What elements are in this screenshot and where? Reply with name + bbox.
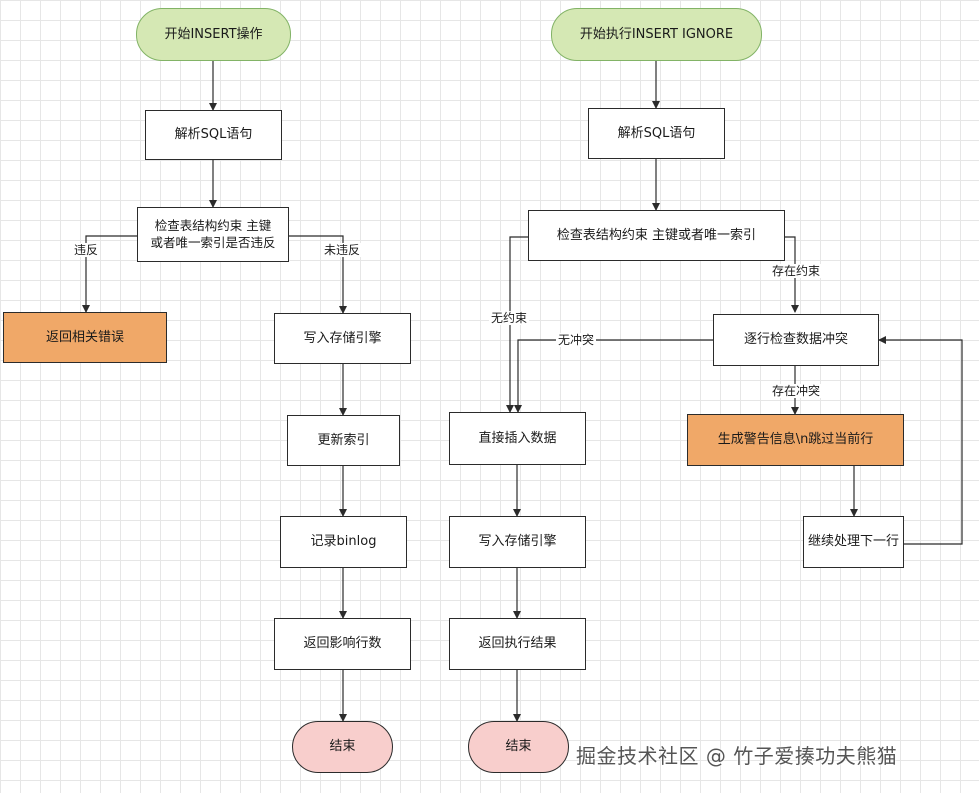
- left-write-engine-label: 写入存储引擎: [303, 330, 382, 346]
- edge-right-check-insert: [506, 236, 528, 413]
- left-record-binlog-label: 记录binlog: [310, 534, 377, 550]
- left-end-label: 结束: [329, 739, 356, 755]
- left-update-index-node: 更新索引: [287, 415, 400, 466]
- right-row-check-label: 逐行检查数据冲突: [743, 332, 848, 348]
- right-continue-label: 继续处理下一行: [807, 534, 899, 550]
- edge-right-rowcheck-insert: [514, 339, 713, 413]
- edge-left-check-write: [289, 235, 347, 314]
- left-start-node: 开始INSERT操作: [136, 8, 291, 61]
- right-warning-label: 生成警告信息\n跳过当前行: [717, 432, 874, 448]
- left-return-rows-node: 返回影响行数: [274, 618, 411, 670]
- right-insert-data-label: 直接插入数据: [478, 430, 557, 446]
- right-start-label: 开始执行INSERT IGNORE: [579, 26, 734, 42]
- left-record-binlog-node: 记录binlog: [280, 516, 407, 568]
- edge-left-check-error: [82, 235, 137, 313]
- right-return-result-label: 返回执行结果: [478, 636, 557, 652]
- right-parse-sql-label: 解析SQL语句: [617, 125, 696, 141]
- right-return-result-node: 返回执行结果: [449, 618, 586, 670]
- left-error-label: 返回相关错误: [45, 329, 124, 345]
- edge-label-has-conflict: 存在冲突: [770, 384, 823, 398]
- right-end-label: 结束: [505, 739, 532, 755]
- left-start-label: 开始INSERT操作: [164, 26, 263, 42]
- right-continue-node: 继续处理下一行: [803, 516, 904, 568]
- left-parse-sql-node: 解析SQL语句: [145, 110, 282, 160]
- left-update-index-label: 更新索引: [317, 432, 370, 448]
- left-parse-sql-label: 解析SQL语句: [174, 127, 253, 143]
- right-check-constraint-node: 检查表结构约束 主键或者唯一索引: [528, 210, 785, 261]
- left-write-engine-node: 写入存储引擎: [274, 313, 411, 364]
- right-insert-data-node: 直接插入数据: [449, 412, 586, 465]
- right-write-engine-node: 写入存储引擎: [449, 516, 586, 568]
- edge-label-not-violate: 未违反: [322, 243, 363, 257]
- edge-label-no-constraint: 无约束: [489, 311, 530, 325]
- right-check-constraint-label: 检查表结构约束 主键或者唯一索引: [556, 227, 757, 243]
- edge-label-has-constraint: 存在约束: [770, 264, 823, 278]
- right-end-node: 结束: [468, 721, 569, 773]
- left-check-constraint-label: 检查表结构约束 主键 或者唯一索引是否违反: [150, 217, 276, 250]
- right-parse-sql-node: 解析SQL语句: [588, 108, 725, 159]
- watermark-text: 掘金技术社区 @ 竹子爱揍功夫熊猫: [576, 744, 898, 768]
- left-check-constraint-node: 检查表结构约束 主键 或者唯一索引是否违反: [137, 207, 289, 262]
- edge-label-violate: 违反: [72, 243, 101, 257]
- left-end-node: 结束: [292, 721, 393, 773]
- left-error-node: 返回相关错误: [3, 312, 167, 363]
- right-write-engine-label: 写入存储引擎: [478, 534, 557, 550]
- right-warning-node: 生成警告信息\n跳过当前行: [687, 414, 904, 466]
- right-start-node: 开始执行INSERT IGNORE: [551, 8, 762, 61]
- edge-right-check-rowcheck: [785, 236, 799, 313]
- edge-label-no-conflict: 无冲突: [556, 333, 597, 347]
- right-row-check-node: 逐行检查数据冲突: [713, 314, 879, 366]
- left-return-rows-label: 返回影响行数: [303, 636, 382, 652]
- edge-right-continue-rowcheck: [878, 336, 963, 545]
